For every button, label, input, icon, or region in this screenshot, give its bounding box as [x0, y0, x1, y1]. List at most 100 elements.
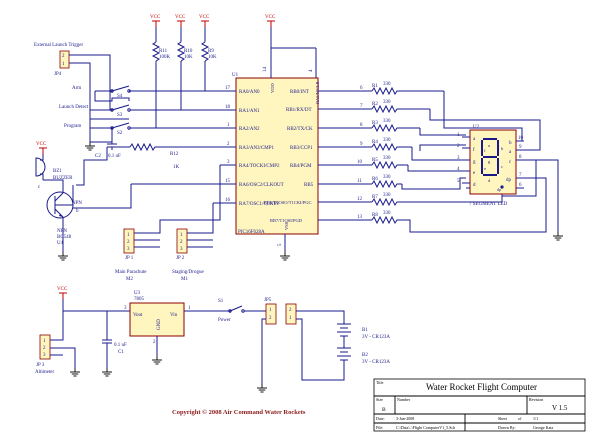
svg-text:8: 8: [360, 123, 363, 128]
svg-text:6: 6: [360, 86, 363, 91]
svg-text:dp: dp: [497, 187, 501, 192]
svg-text:R2: R2: [372, 102, 378, 107]
svg-text:e: e: [484, 166, 486, 171]
svg-text:7805: 7805: [134, 297, 145, 302]
vcc-rail-r10: VCC: [175, 15, 186, 28]
svg-text:R7: R7: [372, 195, 378, 200]
svg-text:2: 2: [180, 240, 183, 245]
svg-text:B1: B1: [362, 328, 368, 333]
svg-text:4: 4: [457, 167, 460, 172]
svg-text:9: 9: [360, 142, 363, 147]
svg-text:R12: R12: [170, 152, 179, 157]
svg-text:George Katz: George Katz: [533, 425, 553, 430]
svg-text:dp: dp: [506, 178, 512, 183]
servo-header-jp2: 1 2 3 JP 2 Staging/Drogue M1: [172, 203, 214, 282]
svg-text:10K: 10K: [208, 55, 217, 60]
svg-text:2: 2: [289, 308, 292, 313]
svg-text:R6: R6: [372, 177, 378, 182]
svg-text:VDD: VDD: [270, 83, 275, 93]
svg-text:R3: R3: [372, 121, 378, 126]
svg-text:of: of: [518, 416, 522, 421]
resistor-r7: R7 330: [371, 188, 503, 207]
svg-text:VCC: VCC: [199, 15, 210, 20]
svg-text:10K: 10K: [184, 55, 193, 60]
svg-text:RB1/RX/DT: RB1/RX/DT: [286, 108, 312, 113]
svg-text:JP 2: JP 2: [176, 256, 185, 261]
svg-text:PIC16F628A: PIC16F628A: [238, 230, 265, 235]
svg-text:BC548: BC548: [57, 235, 72, 240]
resistor-r12: R12 1K: [76, 142, 182, 186]
external-launch-trigger-jp4: External Launch Trigger 2 1 JP4: [34, 43, 111, 119]
svg-text:2: 2: [127, 240, 130, 245]
svg-text:U2: U2: [473, 125, 480, 130]
microcontroller-u1: U1 PIC16F628A 14 VDD RA5/MCLR 4 VSS 5 17…: [130, 27, 372, 261]
svg-text:M1: M1: [181, 277, 188, 282]
svg-text:RB5: RB5: [304, 183, 314, 188]
svg-text:Vout: Vout: [133, 313, 143, 318]
svg-text:S3: S3: [117, 113, 123, 118]
svg-text:7: 7: [360, 104, 363, 109]
svg-text:NPN: NPN: [72, 201, 82, 206]
svg-text:2: 2: [153, 340, 156, 345]
resistor-r4: R4 330: [371, 138, 412, 152]
svg-text:12: 12: [357, 197, 363, 202]
svg-text:9: 9: [519, 145, 522, 150]
svg-text:3: 3: [124, 306, 127, 311]
svg-text:Staging/Drogue: Staging/Drogue: [172, 270, 204, 275]
svg-text:0.1 uF: 0.1 uF: [114, 343, 127, 348]
svg-text:13: 13: [357, 215, 363, 220]
svg-text:RA4/TOCKI/CMP2: RA4/TOCKI/CMP2: [239, 164, 280, 169]
svg-text:2: 2: [457, 144, 460, 149]
svg-text:1/1: 1/1: [533, 416, 538, 421]
svg-text:330: 330: [383, 100, 391, 105]
title-text: Water Rocket Flight Computer: [426, 382, 537, 392]
svg-text:330: 330: [383, 175, 391, 180]
svg-text:2: 2: [227, 142, 230, 147]
svg-text:330: 330: [383, 211, 391, 216]
svg-text:V 1.5: V 1.5: [552, 404, 568, 412]
vcc-rail-r9: VCC: [199, 15, 210, 28]
svg-text:R9: R9: [208, 49, 214, 54]
svg-text:BZ1: BZ1: [53, 169, 62, 174]
svg-text:8: 8: [519, 155, 522, 160]
svg-text:R5: R5: [372, 158, 378, 163]
vcc-rail-mcu: VCC: [265, 15, 276, 28]
svg-text:Vin: Vin: [170, 313, 178, 318]
svg-text:R8: R8: [372, 213, 378, 218]
svg-text:330: 330: [383, 193, 391, 198]
svg-text:NPN: NPN: [57, 229, 67, 234]
svg-text:1K: 1K: [173, 165, 180, 170]
svg-text:2: 2: [43, 346, 46, 351]
servo-header-jp1: 1 2 3 JP 1 Main Parachute M2: [115, 165, 221, 282]
svg-text:Main Parachute: Main Parachute: [115, 270, 147, 275]
svg-text:VSS: VSS: [284, 221, 289, 230]
svg-text:3V - CR123A: 3V - CR123A: [362, 335, 390, 340]
svg-text:14: 14: [263, 67, 268, 73]
svg-text:JP4: JP4: [54, 72, 62, 77]
svg-text:Arm: Arm: [72, 86, 81, 91]
svg-text:1: 1: [180, 233, 183, 238]
svg-text:U4: U4: [57, 241, 64, 246]
svg-text:RA3/AN3/CMP1: RA3/AN3/CMP1: [239, 146, 275, 151]
svg-text:VCC: VCC: [57, 287, 68, 292]
svg-text:g: g: [473, 160, 476, 165]
svg-text:1: 1: [43, 339, 46, 344]
svg-text:b: b: [501, 146, 504, 151]
svg-text:b: b: [509, 141, 512, 146]
svg-text:File:: File:: [376, 425, 383, 430]
svg-text:VCC: VCC: [175, 15, 186, 20]
svg-text:c: c: [501, 164, 503, 169]
svg-text:5: 5: [278, 243, 283, 246]
svg-text:RA7/OSC1/CLKIN: RA7/OSC1/CLKIN: [239, 202, 279, 207]
svg-text:R1: R1: [372, 84, 378, 89]
svg-text:15: 15: [225, 179, 231, 184]
altimeter-header-jp3: 1 2 3 JP 3 Altimeter: [35, 311, 81, 377]
svg-text:JP 3: JP 3: [36, 363, 45, 368]
svg-text:a: a: [488, 143, 490, 148]
svg-text:d: d: [488, 178, 491, 183]
svg-text:1: 1: [188, 306, 191, 311]
svg-text:1: 1: [269, 308, 272, 313]
svg-text:Size: Size: [376, 397, 383, 402]
svg-text:6: 6: [519, 183, 522, 188]
svg-text:16: 16: [225, 198, 231, 203]
